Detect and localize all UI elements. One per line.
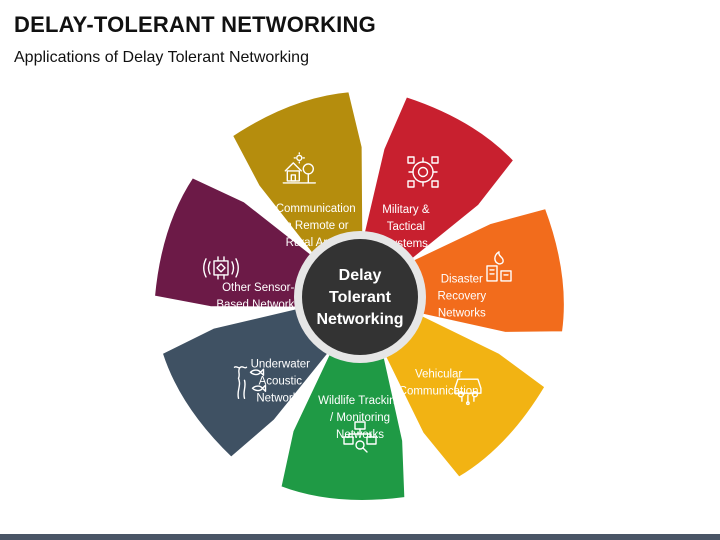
network-search-icon	[343, 421, 377, 453]
fish-seaweed-icon	[233, 366, 267, 399]
gear-segments: Military &TacticalSystemsDisasterRecover…	[152, 90, 566, 502]
page-title: DELAY-TOLERANT NETWORKING	[14, 12, 376, 37]
center-label-line-3: Networking	[316, 311, 403, 328]
segment-label-line: Military &	[382, 204, 430, 216]
footer-bar	[0, 534, 720, 540]
segment-label-line: Underwater	[251, 359, 311, 371]
segment-label-line: Communication	[276, 203, 356, 215]
segment-label-line: Recovery	[438, 291, 487, 303]
page-subtitle: Applications of Delay Tolerant Networkin…	[14, 49, 309, 66]
segment-label-line: Other Sensor-	[222, 282, 294, 294]
sensor-icon	[203, 256, 239, 280]
center-hub: Delay Tolerant Networking	[294, 231, 426, 363]
segment-label-line: in Remote or	[283, 220, 349, 232]
connected-car-icon	[454, 378, 482, 406]
center-label-line-1: Delay	[339, 267, 382, 284]
segment-label-line: Networks	[438, 308, 486, 320]
rural-house-icon	[282, 152, 316, 184]
segment-label-line: Tactical	[387, 221, 425, 233]
segment-label-line: Communication	[399, 386, 479, 398]
building-fire-icon	[486, 251, 512, 282]
segment-label-line: / Monitoring	[330, 412, 390, 424]
target-gear-icon	[407, 156, 439, 188]
segment-label-line: Acoustic	[259, 376, 303, 388]
segment-label-line: Vehicular	[415, 369, 462, 381]
center-label-line-2: Tolerant	[329, 289, 392, 306]
segment-label-line: Networks	[256, 393, 304, 405]
segment-label-line: Disaster	[441, 274, 483, 286]
segment-label-line: Networks	[336, 429, 384, 441]
center-circle	[302, 239, 418, 355]
segment-label-line: Based Networks	[216, 299, 300, 311]
segment-label-line: Wildlife Tracking	[318, 395, 402, 407]
